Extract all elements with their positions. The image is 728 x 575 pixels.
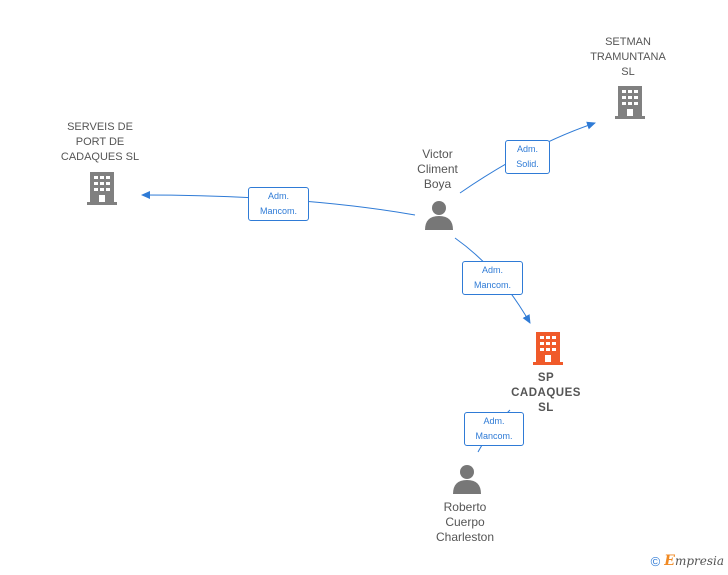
edge-label-line2: Solid. (516, 159, 539, 169)
empresia-logo-text: mpresia (674, 554, 724, 568)
edge-label-victor-setman: Adm. Solid. (505, 140, 550, 174)
node-label-victor: Victor Climent Boya (417, 147, 458, 191)
node-label-serveis: SERVEIS DE PORT DE CADAQUES SL (60, 121, 140, 163)
edge-label-line1: Adm. (483, 416, 505, 426)
node-label-roberto: Roberto Cuerpo Charleston (435, 500, 495, 544)
edge-label-line2: Mancom. (475, 431, 513, 441)
node-label-sp-cadaques: SP CADAQUES SL (511, 372, 581, 414)
edge-label-roberto-sp: Adm. Mancom. (464, 412, 524, 446)
empresia-logo-e: E (664, 553, 675, 569)
building-icon-setman (615, 86, 645, 119)
person-icon-roberto (453, 465, 481, 494)
edge-label-line1: Adm. (516, 144, 538, 154)
node-label-setman: SETMAN TRAMUNTANA SL (590, 36, 666, 78)
person-icon-victor (425, 201, 453, 230)
edge-label-victor-sp: Adm. Mancom. (462, 261, 523, 295)
empresia-logo[interactable]: Empresia (664, 553, 724, 569)
edge-label-line2: Mancom. (473, 280, 511, 290)
edge-label-line1: Adm. (481, 265, 503, 275)
edge-label-line2: Mancom. (259, 206, 297, 216)
copyright-icon: © (650, 553, 661, 569)
edge-label-victor-serveis: Adm. Mancom. (248, 187, 309, 221)
copyright-footer: © Empresia (651, 553, 724, 569)
building-icon-sp-cadaques (533, 332, 563, 365)
edge-label-line1: Adm. (267, 191, 289, 201)
building-icon-serveis (87, 172, 117, 205)
